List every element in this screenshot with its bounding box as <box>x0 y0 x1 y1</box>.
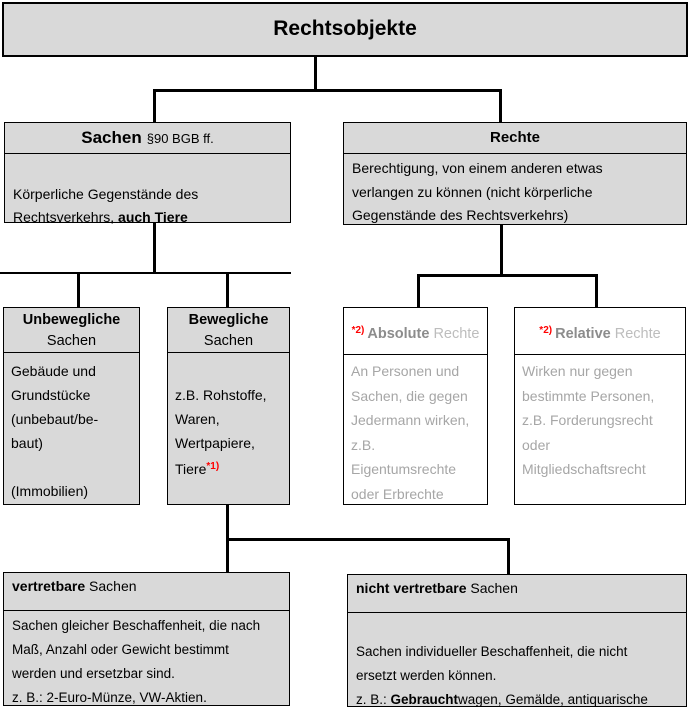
bewegliche-title-line2: Sachen <box>203 333 254 349</box>
rechte-title: Rechte <box>489 129 541 146</box>
absolute-rechte-node: *2)Absolute Rechte An Personen und Sache… <box>343 307 488 505</box>
unbewegliche-description: Gebäude und Grundstücke (unbebaut/be- ba… <box>11 363 99 499</box>
rechte-description: Berechtigung, von einem anderen etwas ve… <box>352 160 603 223</box>
nicht-vertretbar-title: nicht vertretbare <box>356 580 467 596</box>
footnote-2-marker: *2) <box>351 325 365 336</box>
relative-description: Wirken nur gegen bestimmte Personen, z.B… <box>522 363 655 477</box>
connector-root-stub <box>314 57 317 91</box>
absolute-title: Absolute <box>367 326 430 342</box>
bewegliche-sachen-node: Bewegliche Sachen z.B. Rohstoffe, Waren,… <box>167 307 290 505</box>
nicht-vertretbar-header: nicht vertretbare Sachen <box>348 575 686 613</box>
connector-root-horizontal <box>153 89 502 92</box>
relative-rechte-node: *2)Relative Rechte Wirken nur gegen best… <box>514 307 686 505</box>
unbewegliche-header: Unbewegliche Sachen <box>4 308 139 353</box>
connector-sachen-stub <box>153 222 156 274</box>
connector-to-bewegliche <box>226 273 229 308</box>
connector-bottom-horizontal <box>226 538 510 541</box>
absolute-header: *2)Absolute Rechte <box>344 308 487 355</box>
connector-to-unbewegliche <box>77 273 80 308</box>
bewegliche-description: z.B. Rohstoffe, Waren, Wertpapiere, Tier… <box>175 387 267 477</box>
vertretbare-sachen-node: vertretbare Sachen Sachen gleicher Besch… <box>3 572 290 706</box>
rechte-node: Rechte Berechtigung, von einem anderen e… <box>343 122 687 225</box>
unbewegliche-sachen-node: Unbewegliche Sachen Gebäude und Grundstü… <box>3 307 140 505</box>
vertretbar-title: vertretbare <box>12 578 86 594</box>
relative-header: *2)Relative Rechte <box>515 308 685 355</box>
connector-to-relative <box>595 274 598 308</box>
vertretbar-description: Sachen gleicher Beschaffenheit, die nach… <box>12 618 261 705</box>
sachen-law-reference: §90 BGB ff. <box>146 131 214 146</box>
vertretbar-header: vertretbare Sachen <box>4 573 289 611</box>
unbewegliche-title: Unbewegliche <box>22 312 121 328</box>
sachen-title: Sachen <box>81 128 142 147</box>
rechte-header: Rechte <box>344 123 686 154</box>
footnote-2-marker: *2) <box>539 325 553 336</box>
nicht-vertretbare-sachen-node: nicht vertretbare Sachen Sachen individu… <box>347 574 687 707</box>
bewegliche-header: Bewegliche Sachen <box>168 308 289 353</box>
diagram-title: Rechtsobjekte <box>273 17 417 40</box>
sachen-description: Körperliche Gegenstände des Rechtsverkeh… <box>13 185 199 226</box>
connector-rechte-stub <box>500 224 503 276</box>
sachen-node: Sachen §90 BGB ff. Körperliche Gegenständ… <box>4 122 291 225</box>
connector-sachen-horizontal <box>0 272 291 274</box>
sachen-header: Sachen §90 BGB ff. <box>5 123 290 154</box>
connector-to-nicht-vertretbar <box>507 538 510 575</box>
connector-to-absolute <box>417 274 420 308</box>
unbewegliche-title-line2: Sachen <box>46 333 97 349</box>
connector-root-to-sachen <box>153 89 156 123</box>
footnote-1-marker: *1) <box>206 461 220 472</box>
bewegliche-title: Bewegliche <box>188 312 269 328</box>
nicht-vertretbar-description: Sachen individueller Beschaffenheit, die… <box>356 644 648 707</box>
connector-rechte-horizontal <box>417 274 598 277</box>
relative-title: Relative <box>555 326 611 342</box>
root-node: Rechtsobjekte <box>2 2 688 57</box>
connector-root-to-rechte <box>499 89 502 123</box>
absolute-description: An Personen und Sachen, die gegen Jederm… <box>351 363 470 502</box>
